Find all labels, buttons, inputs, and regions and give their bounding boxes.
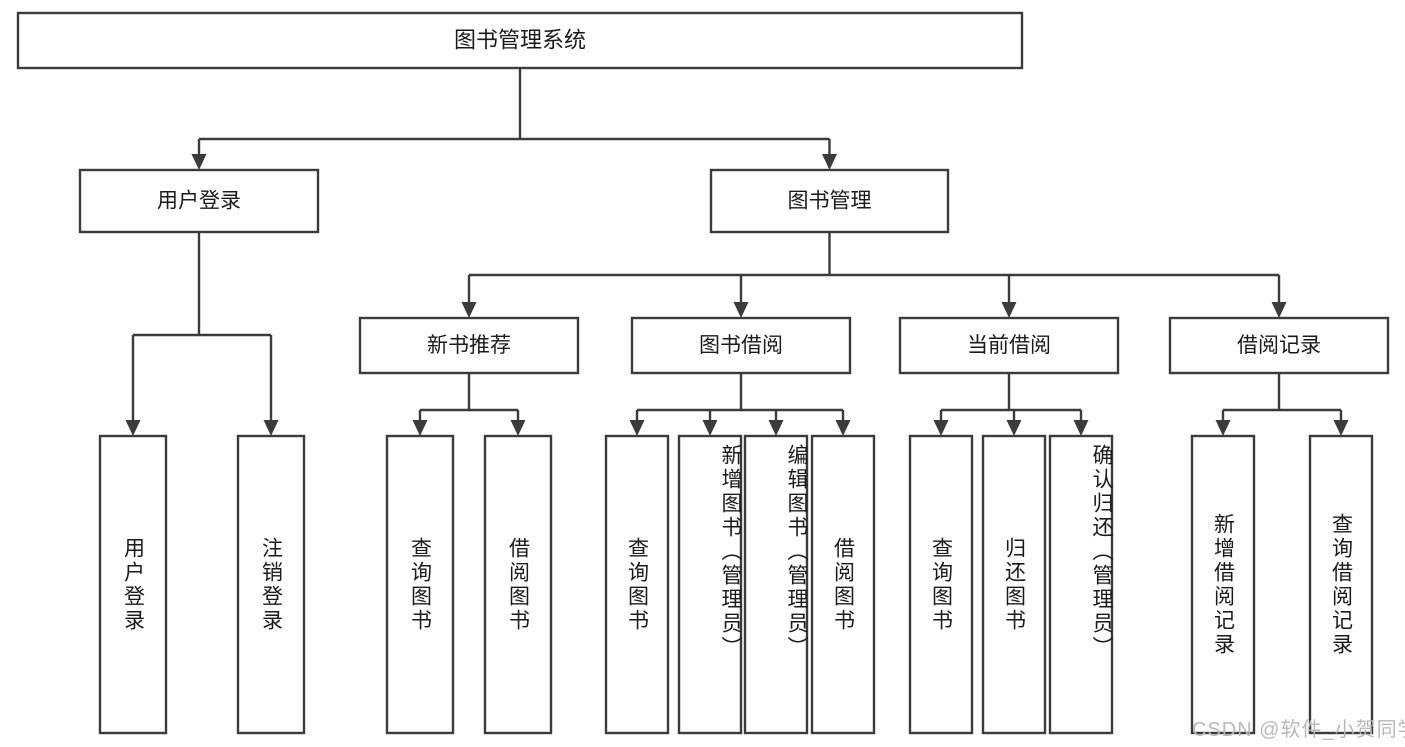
bm-to-l3-2-head xyxy=(1001,302,1017,318)
bm-to-l3-3-head xyxy=(1271,302,1287,318)
root-to-l2-1-head xyxy=(822,154,837,170)
root-to-l2-0-head xyxy=(191,154,207,170)
node-box-user-login[interactable] xyxy=(78,168,320,234)
borrow-record-to-leaf-0-head xyxy=(1215,420,1231,436)
bm-to-l3-1-head xyxy=(733,302,749,318)
node-label-book-management: 图书管理 xyxy=(788,190,872,213)
node-label-current-borrow: 当前借阅 xyxy=(967,334,1051,357)
new-book-recommend-to-leaf-0-head xyxy=(412,420,428,436)
borrow-record-to-leaf-1-head xyxy=(1333,420,1349,436)
node-box-leaf-user-login[interactable] xyxy=(98,434,168,735)
node-label-new-book-recommend: 新书推荐 xyxy=(427,334,511,357)
node-box-new-book-recommend[interactable] xyxy=(358,316,580,375)
node-box-leaf-logout-login[interactable] xyxy=(236,434,306,735)
node-label-borrow-record: 借阅记录 xyxy=(1237,334,1321,357)
node-box-leaf-query-book-1[interactable] xyxy=(385,434,455,735)
node-box-leaf-borrow-book-1[interactable] xyxy=(483,434,553,735)
bm-to-l3-0-head xyxy=(461,302,477,318)
book-borrow-to-leaf-0-head xyxy=(629,420,645,436)
node-box-leaf-add-borrow-record[interactable] xyxy=(1190,434,1256,735)
node-box-leaf-confirm-return-admin[interactable] xyxy=(1048,434,1114,735)
node-box-borrow-record[interactable] xyxy=(1168,316,1390,375)
node-box-book-management[interactable] xyxy=(709,168,950,234)
node-box-leaf-add-book-admin[interactable] xyxy=(677,434,743,735)
book-borrow-to-leaf-1-head xyxy=(702,420,718,436)
connector-layer xyxy=(125,68,1349,436)
node-label-root: 图书管理系统 xyxy=(454,27,586,52)
new-book-recommend-to-leaf-1-head xyxy=(510,420,526,436)
current-borrow-to-leaf-2-head xyxy=(1073,420,1089,436)
csdn-watermark: CSDN @软件_小贺同学 xyxy=(1192,719,1405,741)
node-box-leaf-query-book-2[interactable] xyxy=(604,434,670,735)
node-box-leaf-borrow-book-2[interactable] xyxy=(810,434,876,735)
book-borrow-to-leaf-3-head xyxy=(835,420,851,436)
user-login-to-leaf-1-head xyxy=(263,420,279,436)
node-box-current-borrow[interactable] xyxy=(898,316,1120,375)
current-borrow-to-leaf-1-head xyxy=(1006,420,1022,436)
user-login-to-leaf-0-head xyxy=(125,420,141,436)
book-borrow-to-leaf-2-head xyxy=(768,420,784,436)
node-box-leaf-edit-book-admin[interactable] xyxy=(743,434,809,735)
node-box-root[interactable] xyxy=(16,11,1024,70)
node-box-leaf-query-book-3[interactable] xyxy=(908,434,974,735)
box-layer xyxy=(16,11,1390,735)
node-box-leaf-query-borrow-record[interactable] xyxy=(1308,434,1374,735)
node-box-book-borrow[interactable] xyxy=(630,316,852,375)
node-label-user-login: 用户登录 xyxy=(157,190,241,213)
current-borrow-to-leaf-0-head xyxy=(933,420,949,436)
node-box-leaf-return-book[interactable] xyxy=(981,434,1047,735)
node-label-book-borrow: 图书借阅 xyxy=(699,334,783,357)
